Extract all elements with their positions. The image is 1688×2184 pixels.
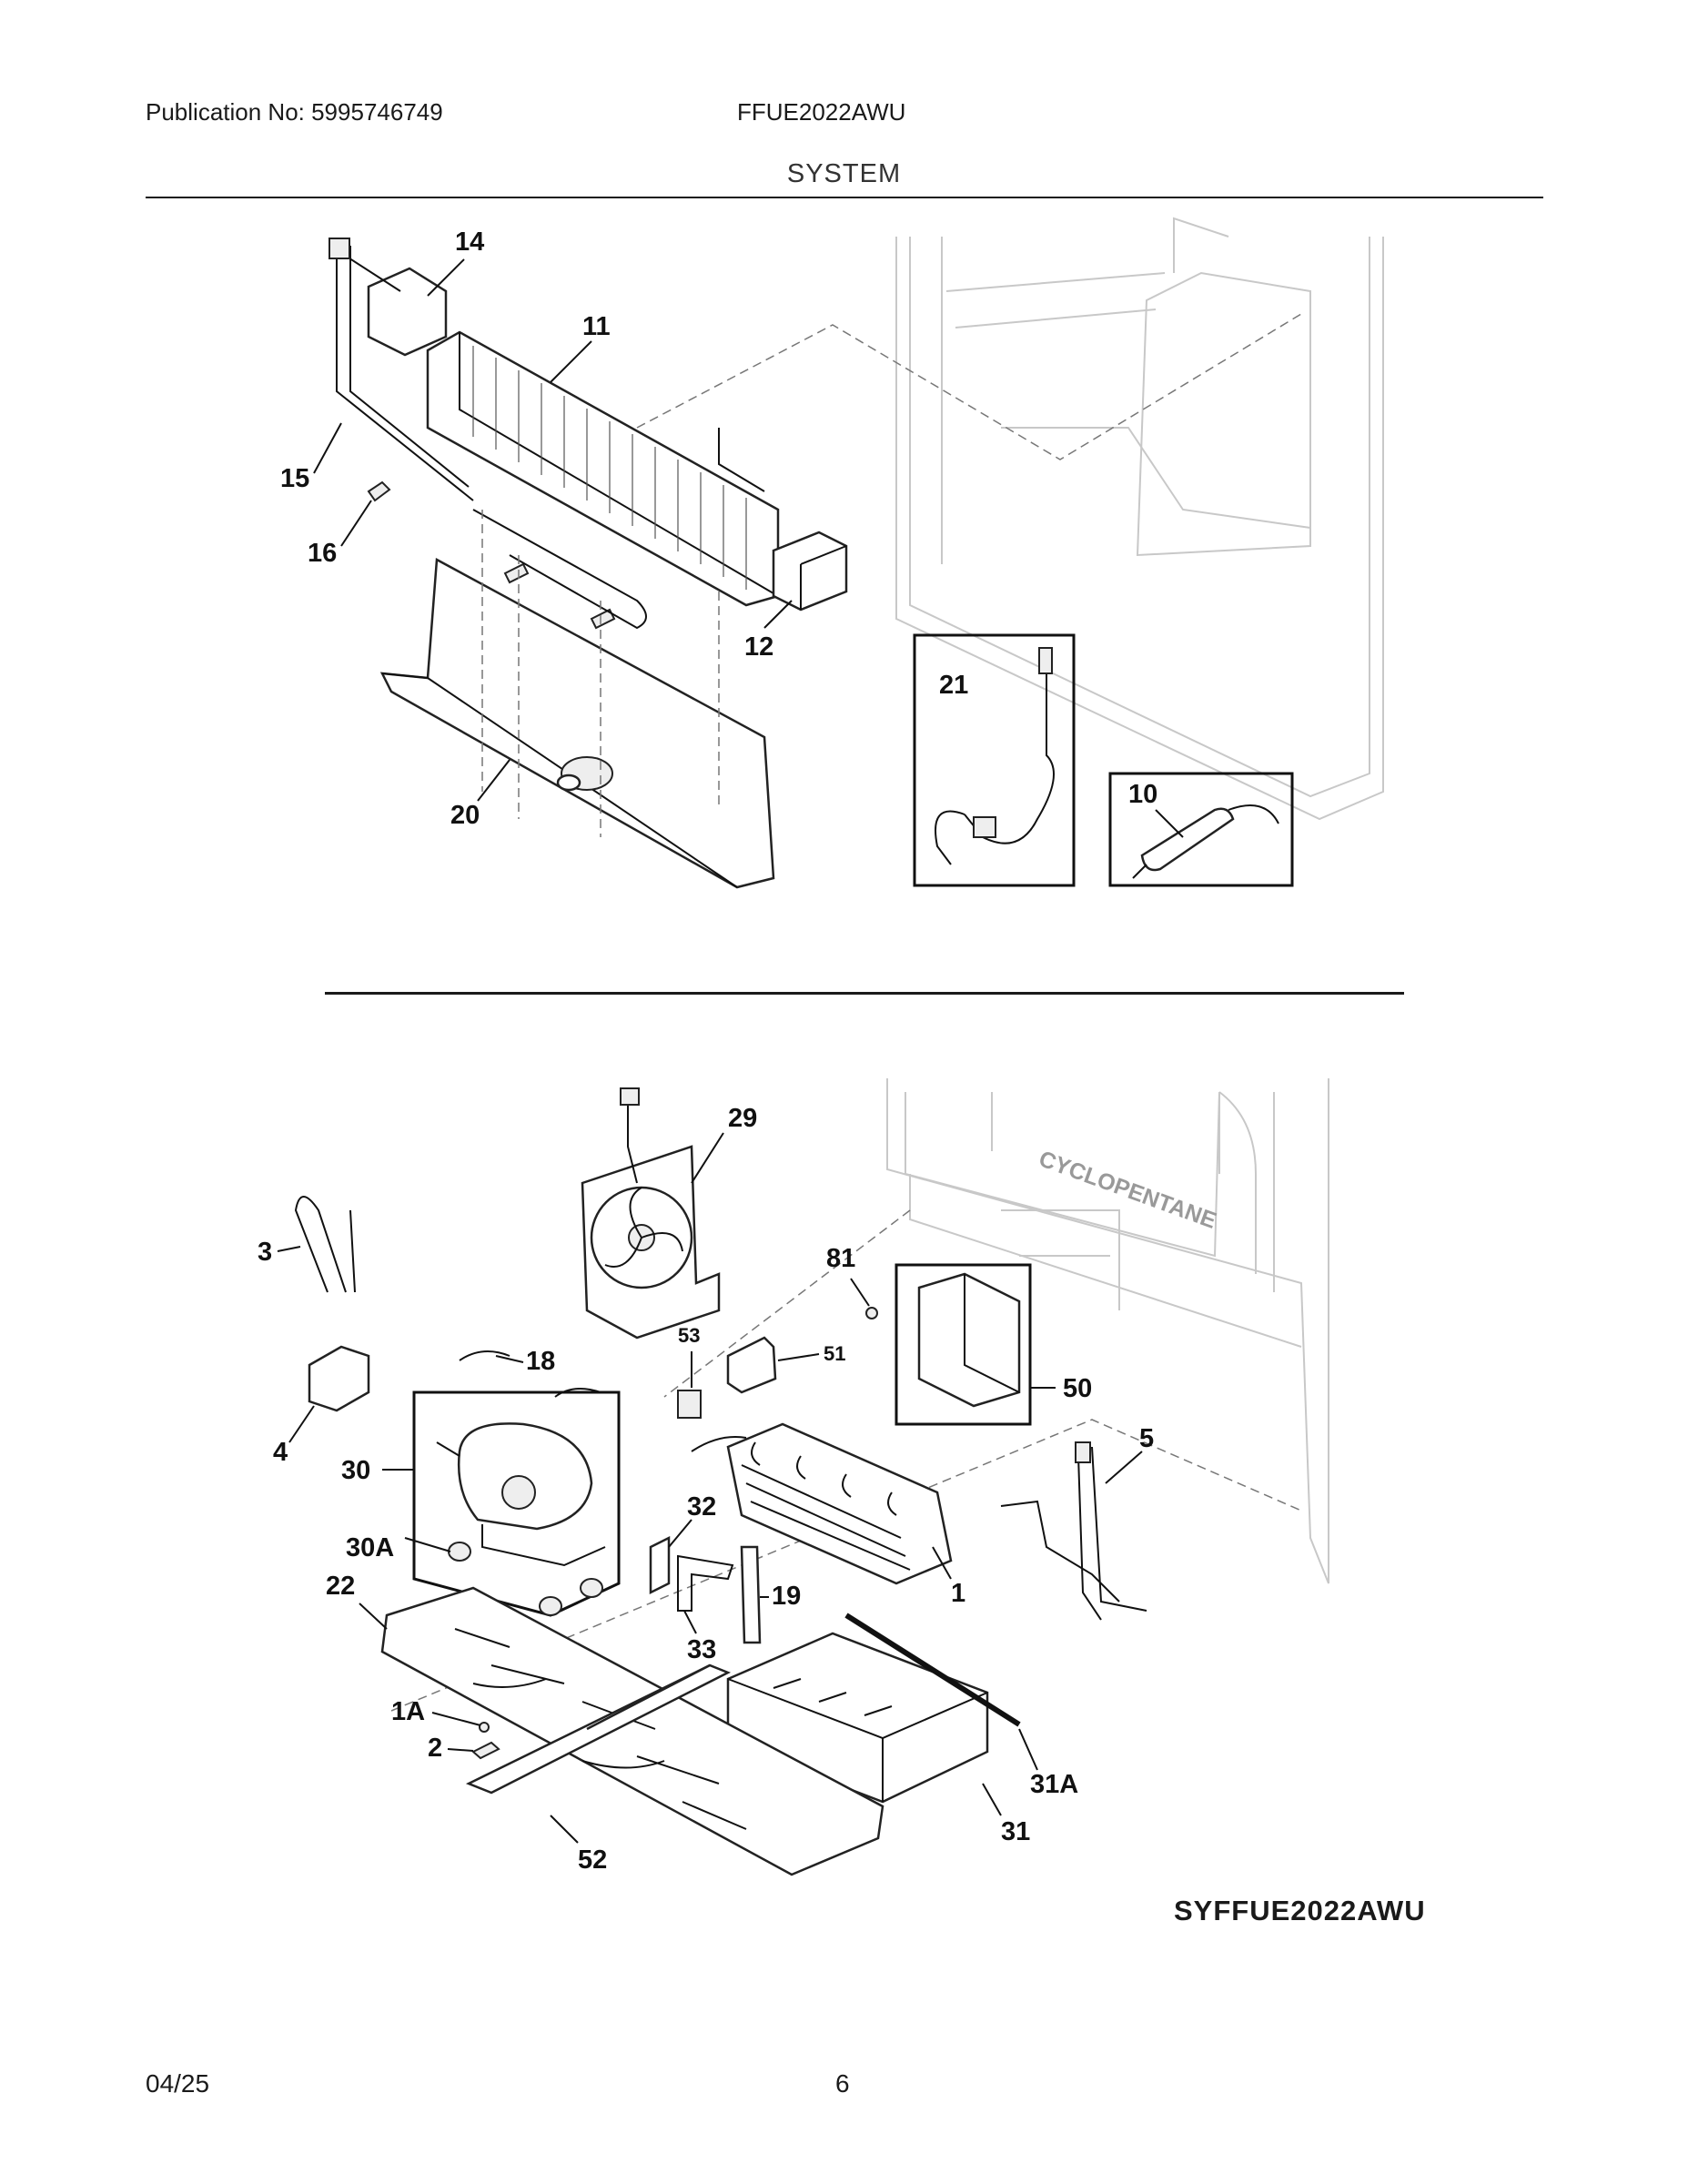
part-10-detail-box <box>1108 772 1294 887</box>
diagram-code: SYFFUE2022AWU <box>1174 1895 1426 1926</box>
mount-clip <box>459 1350 601 1398</box>
compressor <box>436 1422 606 1616</box>
callout-2: 2 <box>428 1734 442 1763</box>
drain-tube <box>740 1545 762 1644</box>
callout-11: 11 <box>582 312 611 341</box>
drain-retainer <box>677 1554 734 1612</box>
base-rail <box>465 1663 732 1795</box>
callout-53: 53 <box>678 1324 700 1347</box>
thermistor-tip <box>1038 647 1053 674</box>
callout-31A: 31A <box>1030 1770 1078 1799</box>
ambient-sensor <box>677 1390 702 1419</box>
clip <box>367 480 391 502</box>
condenser-coil <box>691 1422 953 1585</box>
ground-clip <box>471 1741 500 1760</box>
drain-tube-long <box>844 1613 1021 1727</box>
terminal-block <box>367 267 448 357</box>
evaporator-coil <box>426 330 780 607</box>
header-rule <box>146 197 1543 198</box>
base-rail <box>586 1663 711 1731</box>
freezer-cabinet-outline <box>895 217 1384 821</box>
callout-21: 21 <box>939 671 968 700</box>
start-relay <box>308 1345 370 1412</box>
cyclopentane-embossing: CYCLOPENTANE <box>1036 1146 1219 1233</box>
drain-bracket <box>649 1535 671 1595</box>
part-30-detail-box <box>412 1390 621 1617</box>
thermistor-plug <box>973 816 996 838</box>
clip <box>503 562 530 584</box>
callout-12: 12 <box>744 632 773 662</box>
part-21-detail-box <box>913 633 1076 887</box>
wire-harness <box>1000 1446 1147 1621</box>
callout-16: 16 <box>308 539 337 568</box>
callout-51: 51 <box>824 1342 845 1365</box>
callout-30A: 30A <box>346 1533 394 1562</box>
machine-base-plate <box>380 1586 884 1876</box>
water-valve <box>726 1336 777 1394</box>
callout-50: 50 <box>1063 1374 1092 1403</box>
callout-18: 18 <box>526 1347 555 1376</box>
callout-81: 81 <box>826 1244 855 1273</box>
callout-4: 4 <box>273 1438 288 1467</box>
defrost-heater <box>472 509 647 630</box>
callout-22: 22 <box>326 1572 355 1601</box>
callout-1: 1 <box>951 1579 965 1608</box>
callout-10: 10 <box>1128 780 1157 809</box>
defrost-harness <box>336 241 474 501</box>
screw <box>479 1722 490 1733</box>
section-title: SYSTEM <box>786 159 902 188</box>
callout-20: 20 <box>450 801 480 830</box>
section-divider <box>325 992 1404 995</box>
condenser-fan <box>581 1087 721 1340</box>
callout-29: 29 <box>728 1104 757 1133</box>
clip <box>590 608 616 630</box>
part-50-detail-box <box>895 1263 1032 1426</box>
damper-control <box>772 531 848 612</box>
callout-31: 31 <box>1001 1817 1030 1846</box>
callout-52: 52 <box>578 1845 607 1875</box>
harness-plug <box>329 238 350 259</box>
power-cord <box>294 1196 356 1293</box>
model-number: FFUE2022AWU <box>737 98 906 126</box>
callout-15: 15 <box>280 464 309 493</box>
callout-1A: 1A <box>391 1697 425 1726</box>
callout-14: 14 <box>455 228 484 257</box>
callout-3: 3 <box>258 1238 272 1267</box>
top-assembly-guide <box>636 313 1302 460</box>
callout-33: 33 <box>687 1635 716 1664</box>
publication-number: Publication No: 5995746749 <box>146 98 443 126</box>
page-number: 6 <box>835 2069 850 2098</box>
callout-30: 30 <box>341 1456 370 1485</box>
callout-19: 19 <box>772 1582 801 1611</box>
thermistor-sensor <box>935 664 1055 865</box>
filter-drier <box>1132 804 1279 879</box>
callout-5: 5 <box>1139 1424 1154 1453</box>
control-board <box>917 1272 1021 1408</box>
callout-32: 32 <box>687 1492 716 1522</box>
footer-date: 04/25 <box>146 2069 210 2098</box>
screw <box>865 1307 878 1320</box>
drain-trough <box>379 557 775 889</box>
